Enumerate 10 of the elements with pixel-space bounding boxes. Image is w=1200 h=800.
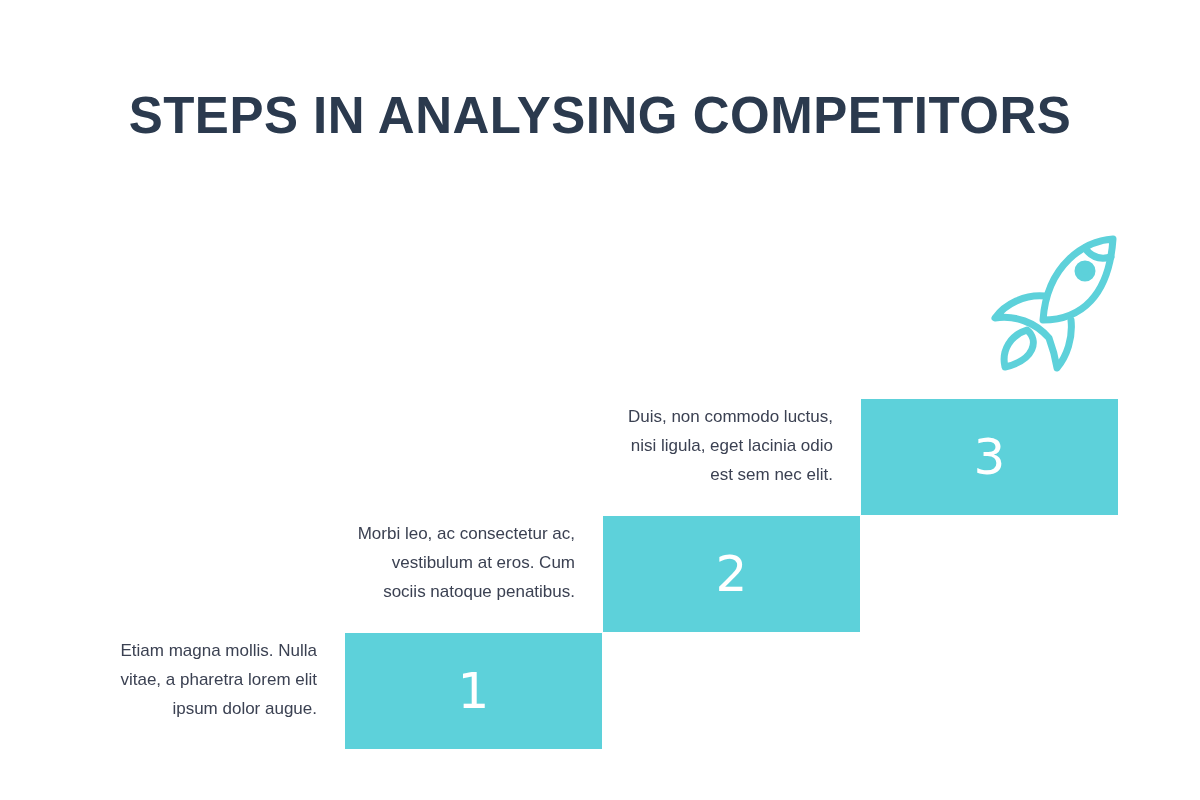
step-number: 2 — [715, 546, 748, 602]
step-box — [603, 516, 860, 632]
step-box — [861, 399, 1118, 515]
step-box — [345, 633, 602, 749]
step-description: Morbi leo, ac consectetur ac, vestibulum at eros. Cum sociis natoque penatibus. — [356, 523, 575, 603]
step-description: Duis, non commodo luctus, nisi ligula, eget lacinia odio est sem nec elit. — [626, 406, 833, 486]
step-number: 1 — [457, 663, 490, 719]
title: STEPS IN ANALYSING COMPETITORS — [127, 86, 1073, 146]
step-description: Etiam magna mollis. Nulla vitae, a pharetra lorem elit ipsum dolor augue. — [119, 640, 317, 720]
step-number: 3 — [973, 429, 1006, 485]
